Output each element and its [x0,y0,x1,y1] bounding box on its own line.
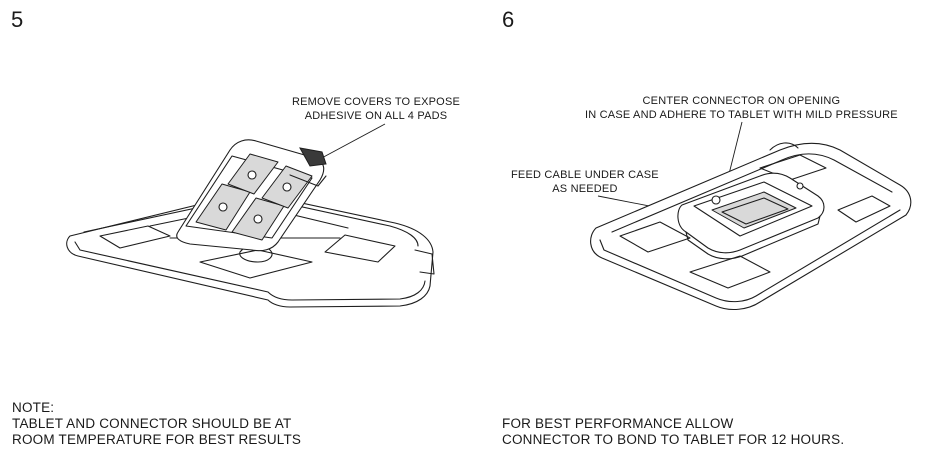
note-right: FOR BEST PERFORMANCE ALLOW CONNECTOR TO … [502,416,844,448]
step-5-callout-line-2: ADHESIVE ON ALL 4 PADS [304,110,448,122]
step-6-connector-callout: CENTER CONNECTOR ON OPENING IN CASE AND … [585,94,898,122]
note-left-line-1: TABLET AND CONNECTOR SHOULD BE AT [12,416,292,431]
step-6-cable-callout-line-2: AS NEEDED [552,183,618,195]
step-5-leader-line [317,123,386,161]
step-6-connector-callout-line-2: IN CASE AND ADHERE TO TABLET WITH MILD P… [585,109,898,121]
step-6-connector-leader-line [727,121,743,179]
note-left: NOTE: TABLET AND CONNECTOR SHOULD BE AT … [12,400,301,448]
step-6-cable-callout-line-1: FEED CABLE UNDER CASE [511,169,659,181]
step-6-number: 6 [502,7,515,32]
note-left-line-2: ROOM TEMPERATURE FOR BEST RESULTS [12,432,302,447]
step-6-connector [677,172,825,260]
step-6-connector-callout-line-1: CENTER CONNECTOR ON OPENING [642,95,841,107]
step-5-callout-line-1: REMOVE COVERS TO EXPOSE [292,96,461,108]
note-right-line-2: CONNECTOR TO BOND TO TABLET FOR 12 HOURS… [502,432,845,447]
step-6-cable-callout: FEED CABLE UNDER CASE AS NEEDED [511,168,659,196]
step-5-number: 5 [11,7,24,32]
note-left-heading: NOTE: [12,400,55,415]
step-5-connector-with-pads [176,139,327,252]
note-right-line-1: FOR BEST PERFORMANCE ALLOW [502,416,734,431]
step-5-callout: REMOVE COVERS TO EXPOSE ADHESIVE ON ALL … [292,95,460,123]
